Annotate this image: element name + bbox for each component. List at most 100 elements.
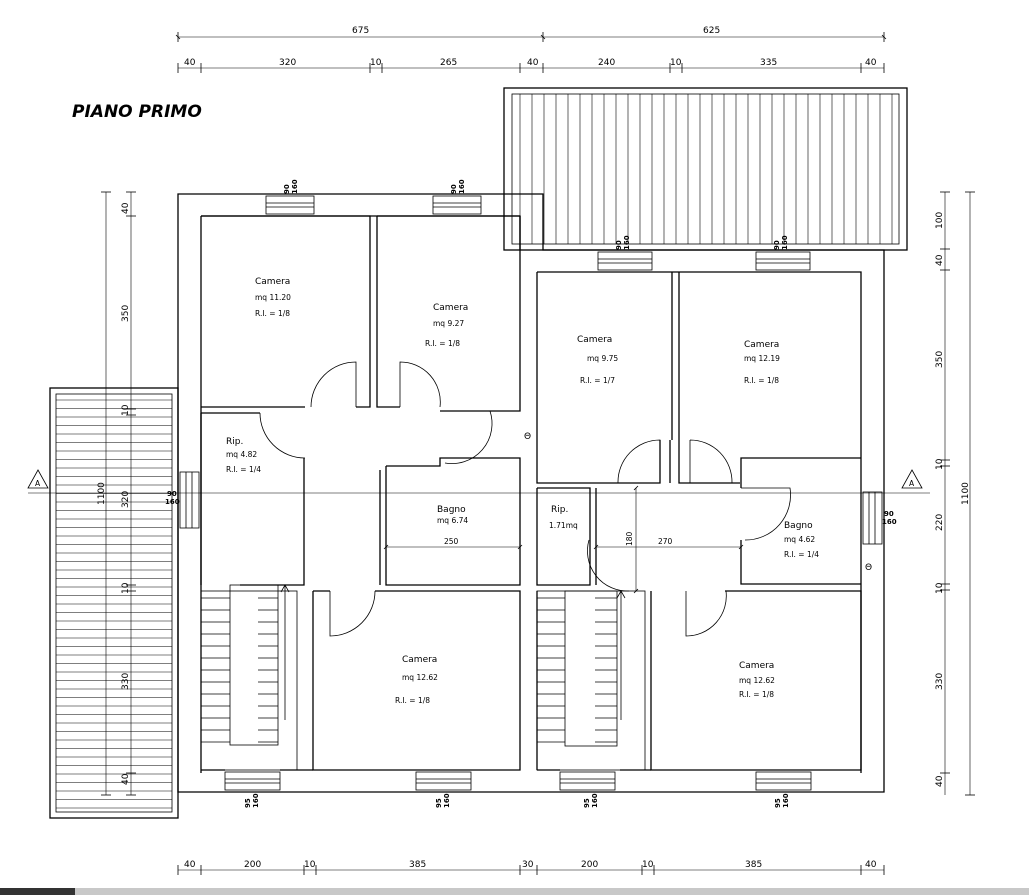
scrollbar-thumb[interactable]: [0, 888, 75, 895]
room-ratio: R.I. = 1/8: [744, 376, 779, 385]
room-label: Rip.: [551, 505, 568, 515]
window-label-4b: 160: [781, 235, 789, 250]
dim-bagno-width: 250: [444, 537, 459, 546]
dim-corridor-depth: 180: [625, 531, 634, 546]
room-camera-3: Camera mq 9.75 R.I. = 1/7: [577, 335, 618, 385]
dim-bottom-seg-7: 10: [642, 860, 654, 870]
dim-top-seg-4: 265: [440, 58, 457, 68]
dim-right-seg-1: 100: [935, 212, 945, 229]
room-ratio: R.I. = 1/8: [739, 690, 774, 699]
dim-right-seg-2: 40: [935, 254, 945, 266]
dim-top-seg-2: 320: [279, 58, 296, 68]
terrace-top-right: [503, 87, 908, 251]
dim-top-total-left: 675: [352, 26, 369, 36]
window-label-8b: 160: [443, 793, 451, 808]
window-label-2a: 90: [450, 184, 458, 194]
terrace-left: [49, 387, 179, 819]
window-label-1a: 90: [283, 184, 291, 194]
dim-bottom-seg-1: 40: [184, 860, 196, 870]
window-label-3a: 90: [615, 240, 623, 250]
window-label-3b: 160: [623, 235, 631, 250]
window-label-5b: 160: [165, 498, 180, 506]
window-label-6a: 90: [884, 510, 894, 518]
dim-bottom-seg-2: 200: [244, 860, 261, 870]
room-area: mq 4.62: [784, 535, 815, 544]
window-label-10a: 95: [774, 798, 782, 808]
dim-left-seg-1: 40: [121, 202, 131, 214]
dim-right-seg-3: 350: [935, 351, 945, 368]
room-ripostiglio-1: Rip. mq 4.82 R.I. = 1/4: [226, 437, 261, 474]
right-dimension-lines: 100 40 350 10 220 10 330 40 1100: [935, 191, 975, 796]
dim-right-seg-4: 10: [935, 458, 945, 470]
door-swings: [259, 361, 791, 637]
room-bagno-2: Bagno mq 4.62 R.I. = 1/4: [784, 521, 819, 559]
dim-top-seg-1: 40: [184, 58, 196, 68]
dim-bottom-seg-9: 40: [865, 860, 877, 870]
window-label-5a: 90: [167, 490, 177, 498]
room-ratio: R.I. = 1/4: [784, 550, 819, 559]
dim-top-seg-9: 40: [865, 58, 877, 68]
room-labels: Camera mq 11.20 R.I. = 1/8 Camera mq 9.2…: [226, 277, 819, 705]
dim-top-seg-3: 10: [370, 58, 382, 68]
dim-bottom-seg-8: 385: [745, 860, 762, 870]
dim-top-seg-8: 335: [760, 58, 777, 68]
dim-right-seg-7: 330: [935, 673, 945, 690]
room-ratio: R.I. = 1/4: [226, 465, 261, 474]
dim-corridor-width: 270: [658, 537, 673, 546]
room-ratio: R.I. = 1/7: [580, 376, 615, 385]
theta-symbol-2: Θ: [865, 563, 872, 573]
room-label: Camera: [255, 277, 290, 287]
dim-top-seg-5: 40: [527, 58, 539, 68]
room-area: mq 11.20: [255, 293, 291, 302]
bottom-dimension-line: 40 200 10 385 30 200 10 385 40: [177, 860, 885, 875]
dim-right-seg-8: 40: [935, 775, 945, 787]
dim-right-total: 1100: [961, 482, 971, 505]
room-camera-5: Camera mq 12.62 R.I. = 1/8: [395, 655, 438, 705]
window-label-9b: 160: [591, 793, 599, 808]
stairs-right: [537, 597, 617, 743]
stairs-left: [201, 597, 278, 743]
room-label: Camera: [739, 661, 774, 671]
windows: 90 160 90 160 90 160 90 160 90 160 90 16…: [165, 179, 897, 808]
dim-top-seg-7: 10: [670, 58, 682, 68]
window-label-6b: 160: [882, 518, 897, 526]
dim-left-seg-3: 10: [121, 404, 131, 416]
room-camera-1: Camera mq 11.20 R.I. = 1/8: [255, 277, 291, 318]
theta-symbol-1: Θ: [524, 432, 531, 442]
room-label: Rip.: [226, 437, 243, 447]
dim-bottom-seg-6: 200: [581, 860, 598, 870]
window-label-4a: 90: [773, 240, 781, 250]
dim-left-seg-2: 350: [121, 305, 131, 322]
room-area: 1.71mq: [549, 521, 578, 530]
room-camera-2: Camera mq 9.27 R.I. = 1/8: [425, 303, 468, 348]
dim-left-seg-7: 40: [121, 773, 131, 785]
room-label: Camera: [402, 655, 437, 665]
room-bagno-1: Bagno mq 6.74: [437, 505, 468, 525]
room-camera-4: Camera mq 12.19 R.I. = 1/8: [744, 340, 780, 385]
room-label: Camera: [744, 340, 779, 350]
inner-dimensions: 250 270 180: [383, 485, 744, 594]
window-label-10b: 160: [782, 793, 790, 808]
section-marker-left: A: [35, 479, 41, 488]
room-area: mq 9.27: [433, 319, 464, 328]
dim-right-seg-5: 220: [935, 514, 945, 531]
room-ratio: R.I. = 1/8: [255, 309, 290, 318]
section-line-a: A A: [27, 469, 930, 494]
window-label-8a: 95: [435, 798, 443, 808]
room-area: mq 12.62: [402, 673, 438, 682]
room-camera-6: Camera mq 12.62 R.I. = 1/8: [739, 661, 775, 699]
room-area: mq 12.62: [739, 676, 775, 685]
window-label-9a: 95: [583, 798, 591, 808]
section-marker-right: A: [909, 479, 915, 488]
room-area: mq 12.19: [744, 354, 780, 363]
window-label-7b: 160: [252, 793, 260, 808]
window-label-7a: 95: [244, 798, 252, 808]
room-label: Camera: [577, 335, 612, 345]
bottom-scrollbar[interactable]: [0, 888, 1029, 895]
dim-top-seg-6: 240: [598, 58, 615, 68]
room-area: mq 6.74: [437, 516, 468, 525]
dim-top-total-right: 625: [703, 26, 720, 36]
dim-left-seg-6: 330: [121, 673, 131, 690]
room-ratio: R.I. = 1/8: [395, 696, 430, 705]
